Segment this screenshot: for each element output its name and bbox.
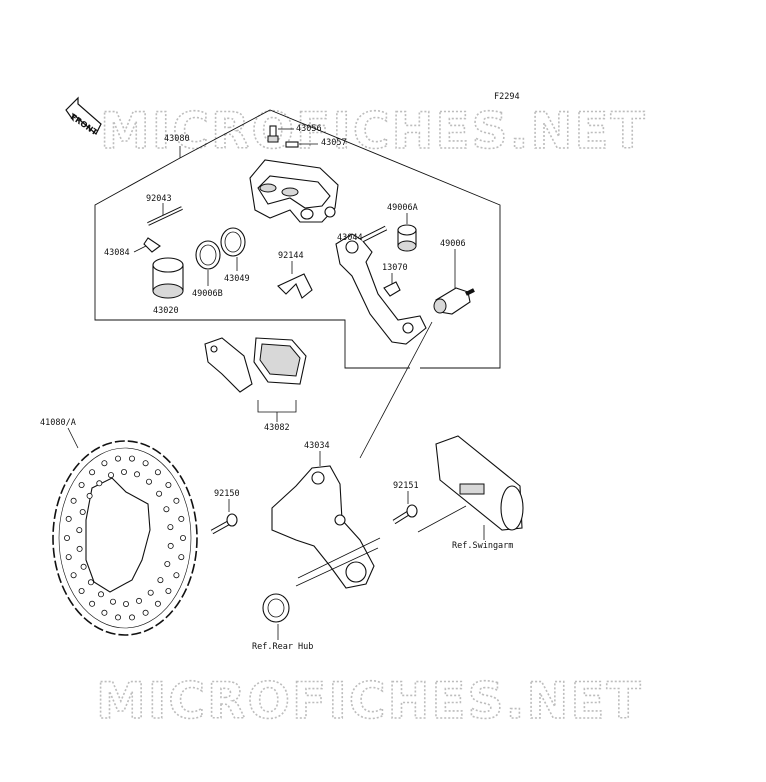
disc-hole	[76, 545, 83, 552]
disc-hole	[178, 554, 185, 561]
disc-hole	[108, 472, 115, 479]
disc-hole	[70, 497, 77, 504]
label-92151: 92151	[393, 481, 419, 491]
front-arrow-icon: FRONT	[65, 96, 102, 137]
disc-hole	[128, 455, 135, 462]
bracket-clip	[383, 281, 401, 297]
disc-hole	[165, 481, 172, 488]
disc-hole	[89, 469, 96, 476]
disc-hole	[157, 577, 164, 584]
disc-hole	[121, 468, 128, 475]
label-43034: 43034	[304, 441, 330, 451]
brake-pads	[204, 337, 307, 393]
disc-hole	[70, 572, 77, 579]
label-43044: 43044	[337, 233, 363, 243]
disc-hole	[115, 455, 122, 462]
label-49006A: 49006A	[387, 203, 418, 213]
disc-hole	[115, 614, 122, 621]
label-43057: 43057	[321, 138, 347, 148]
disc-hole	[65, 554, 72, 561]
disc-hole	[163, 506, 170, 513]
disc-hole	[78, 481, 85, 488]
disc-hole	[128, 614, 135, 621]
disc-hole	[178, 515, 185, 522]
disc-hole	[78, 588, 85, 595]
pin-boot	[397, 224, 417, 252]
caliper-body	[249, 159, 339, 223]
caliper-mount-bracket	[271, 465, 375, 589]
watermark-bottom: MICROFICHES.NET	[96, 672, 643, 730]
disc-hole	[89, 600, 96, 607]
caliper-bracket	[335, 225, 427, 345]
pin-clip	[143, 237, 161, 253]
bleed-valve	[267, 125, 279, 143]
disc-bolt	[210, 513, 238, 535]
disc-hole	[167, 542, 174, 549]
disc-hole	[179, 535, 186, 542]
label-41080A: 41080/A	[40, 418, 76, 428]
disc-hole	[165, 588, 172, 595]
disc-hole	[87, 579, 94, 586]
disc-hole	[167, 524, 174, 531]
disc-hole	[64, 535, 71, 542]
disc-hole	[145, 478, 152, 485]
disc-hole	[101, 609, 108, 616]
disc-hole	[76, 527, 83, 534]
disc-hole	[110, 598, 117, 605]
disc-hole	[79, 508, 86, 515]
bracket-bolt	[392, 504, 418, 525]
disc-hole	[147, 589, 154, 596]
disc-hole	[142, 460, 149, 467]
label-13070: 13070	[382, 263, 408, 273]
disc-vent-holes	[64, 455, 186, 621]
disc-hole	[98, 591, 105, 598]
caliper-assembly-frame	[94, 157, 410, 369]
pad-spring	[277, 273, 313, 299]
rear-hub-collar	[262, 593, 290, 623]
disc-hole	[101, 460, 108, 467]
label-92144: 92144	[278, 251, 304, 261]
ref-swingarm: Ref.Swingarm	[452, 541, 513, 551]
label-43020: 43020	[153, 306, 179, 316]
label-49006: 49006	[440, 239, 466, 249]
disc-hole	[135, 597, 142, 604]
disc-hole	[96, 480, 103, 487]
piston-seal	[195, 240, 221, 270]
disc-hole	[154, 469, 161, 476]
label-43056: 43056	[296, 124, 322, 134]
disc-hole	[156, 490, 163, 497]
disc-hole	[86, 492, 93, 499]
label-92150: 92150	[214, 489, 240, 499]
disc-hole	[154, 600, 161, 607]
label-43080: 43080	[164, 134, 190, 144]
disc-hole	[173, 572, 180, 579]
ref-rear-hub: Ref.Rear Hub	[252, 642, 313, 652]
label-43082: 43082	[264, 423, 290, 433]
bleed-cap	[285, 141, 299, 148]
disc-hole	[173, 497, 180, 504]
disc-hole	[142, 609, 149, 616]
disc-hole	[164, 561, 171, 568]
swingarm	[435, 435, 524, 531]
figure-code: F2294	[494, 92, 520, 102]
disc-hole	[133, 471, 140, 478]
label-43084: 43084	[104, 248, 130, 258]
label-49006B: 49006B	[192, 289, 223, 299]
disc-hole	[123, 601, 130, 608]
label-43049: 43049	[224, 274, 250, 284]
disc-hole	[80, 563, 87, 570]
piston	[152, 257, 184, 299]
label-92043: 92043	[146, 194, 172, 204]
disc-hole	[65, 515, 72, 522]
brake-disc	[52, 440, 198, 636]
dust-seal	[220, 227, 246, 257]
watermark-top: MICROFICHES.NET	[100, 102, 647, 160]
slide-pin-boot	[433, 287, 475, 315]
